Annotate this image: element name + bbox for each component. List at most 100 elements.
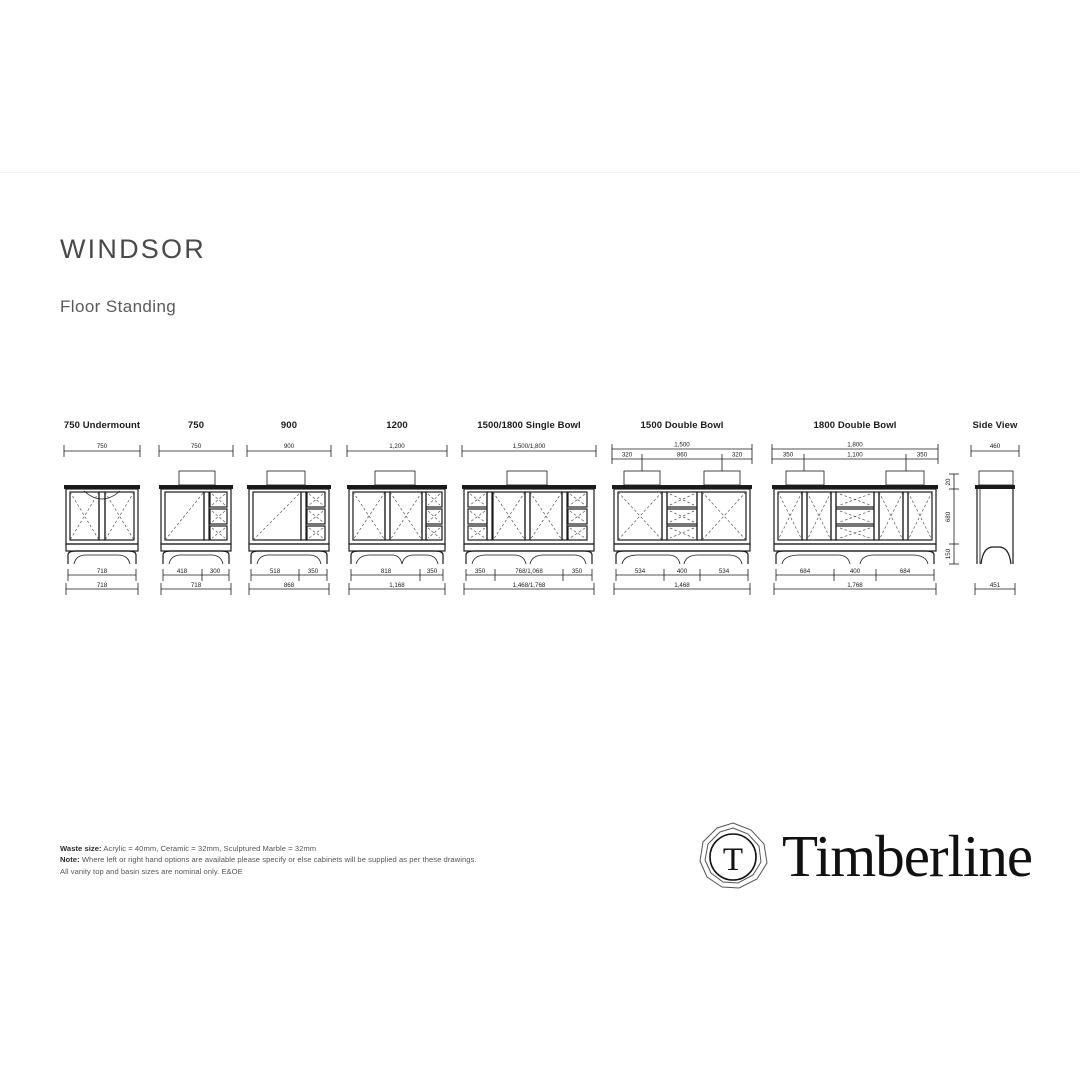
dim-400: 400 — [677, 568, 688, 575]
dimension-bottom: 818 350 1,168 — [348, 568, 446, 595]
dim-top-1800: 1,800 — [847, 442, 863, 449]
header-divider — [0, 172, 1080, 173]
basin-outline — [506, 470, 548, 486]
dimension-bottom: 534 400 534 1,468 — [613, 568, 751, 595]
model-drawing: 1,800 350 1,100 350 — [766, 431, 944, 599]
dim-460: 460 — [990, 443, 1001, 450]
cabinet-body — [247, 485, 331, 565]
dimension-bottom: 684 400 684 1,768 — [773, 568, 937, 595]
cabinet-body — [64, 485, 140, 565]
dim-350-right: 350 — [917, 452, 928, 459]
dim-top-750: 750 — [191, 443, 202, 450]
footnote-note: Note: Where left or right hand options a… — [60, 854, 480, 877]
model-drawing: 750 — [153, 431, 239, 599]
model-drawing: 900 — [241, 431, 337, 599]
basin-outline — [266, 470, 306, 486]
cabinet-body — [159, 485, 233, 565]
dim-451: 451 — [990, 582, 1001, 589]
model-title: 1200 — [386, 420, 408, 431]
model-drawing: 460 451 — [963, 431, 1027, 599]
model-title: 900 — [280, 420, 298, 431]
dim-1768: 1,768 — [847, 582, 863, 589]
dim-150: 150 — [945, 548, 952, 559]
dim-518: 518 — [270, 568, 281, 575]
dimension-top: 1,200 — [346, 443, 448, 457]
dimension-top: 460 — [970, 443, 1020, 457]
model-drawing: 1,200 — [342, 431, 452, 599]
basin-outlines — [785, 470, 925, 486]
page-subtitle: Floor Standing — [60, 297, 177, 316]
title-block: WINDSOR Floor Standing — [60, 236, 206, 317]
dim-top-900: 900 — [284, 443, 295, 450]
cabinet-side-profile — [975, 470, 1015, 565]
height-dimensions: 20 680 150 — [940, 431, 962, 599]
dimension-bottom: 350 768/1,068 350 1,468/1,768 — [463, 568, 595, 595]
model-title: 1500/1800 Single Bowl — [477, 420, 581, 431]
dim-20: 20 — [945, 478, 952, 485]
dim-350-left: 350 — [783, 452, 794, 459]
dim-300: 300 — [210, 568, 221, 575]
waste-size-label: Waste size: — [60, 844, 102, 853]
dim-350-left: 350 — [475, 568, 486, 575]
brand-wordmark: Timberline — [782, 822, 1033, 889]
dimension-top: 1,800 350 1,100 350 — [771, 442, 939, 478]
timberline-mark-icon: T — [694, 818, 772, 894]
dim-400: 400 — [850, 568, 861, 575]
dim-320-right: 320 — [732, 452, 743, 459]
dim-top-1200: 1,200 — [389, 443, 405, 450]
dim-350-right: 350 — [572, 568, 583, 575]
model-drawing: 1,500/1,800 — [456, 431, 602, 599]
drawings-band: 750 Undermount 750 — [0, 420, 1080, 610]
dimension-bottom: 718 718 — [65, 568, 139, 595]
model-title: Side View — [972, 420, 1018, 431]
dim-860: 860 — [677, 452, 688, 459]
dim-320-left: 320 — [622, 452, 633, 459]
dim-718-upper: 718 — [97, 568, 108, 575]
dim-534-right: 534 — [719, 568, 730, 575]
model-title: 1800 Double Bowl — [813, 420, 897, 431]
dim-350: 350 — [427, 568, 438, 575]
model-title: 750 — [187, 420, 205, 431]
dim-1100: 1,100 — [847, 452, 863, 459]
dim-768-1068: 768/1,068 — [515, 568, 543, 575]
dim-1468: 1,468 — [674, 582, 690, 589]
dim-718-lower: 718 — [97, 582, 108, 589]
basin-outline — [374, 470, 416, 486]
dim-818: 818 — [381, 568, 392, 575]
basin-outlines — [623, 470, 741, 486]
dim-680: 680 — [945, 511, 952, 522]
dim-top-1500: 1,500 — [674, 442, 690, 449]
page-title: WINDSOR — [60, 234, 206, 264]
dimension-bottom: 451 — [974, 582, 1016, 595]
model-title: 750 Undermount — [63, 420, 141, 431]
dimension-bottom: 518 350 868 — [248, 568, 330, 595]
model-drawing: 1,500 320 860 320 — [606, 431, 758, 599]
dim-1468-1768: 1,468/1,768 — [513, 582, 546, 589]
dimension-top: 750 — [158, 443, 234, 457]
dimension-top: 1,500/1,800 — [461, 443, 597, 457]
note-text: Where left or right hand options are ava… — [60, 855, 477, 876]
footnote-waste-size: Waste size: Acrylic = 40mm, Ceramic = 32… — [60, 843, 480, 854]
waste-size-text: Acrylic = 40mm, Ceramic = 32mm, Sculptur… — [103, 844, 317, 853]
cabinet-body — [347, 485, 447, 565]
model-drawing: 750 — [54, 431, 150, 599]
dimension-top: 750 — [63, 443, 141, 457]
monogram-letter: T — [723, 842, 743, 878]
dim-684-left: 684 — [800, 568, 811, 575]
cabinet-body — [462, 485, 596, 565]
dim-718-lower: 718 — [191, 582, 202, 589]
dim-top-750: 750 — [97, 443, 108, 450]
dimension-top: 900 — [246, 443, 332, 457]
dim-534-left: 534 — [635, 568, 646, 575]
dim-684-right: 684 — [900, 568, 911, 575]
dim-868: 868 — [284, 582, 295, 589]
dimension-bottom: 418 300 718 — [160, 568, 232, 595]
model-title: 1500 Double Bowl — [640, 420, 724, 431]
cabinet-body — [772, 485, 938, 565]
note-label: Note: — [60, 855, 80, 865]
dim-1168: 1,168 — [389, 582, 405, 589]
cabinet-body — [612, 485, 752, 565]
dim-418: 418 — [177, 568, 188, 575]
brand-logo: T Timberline — [694, 818, 1033, 894]
